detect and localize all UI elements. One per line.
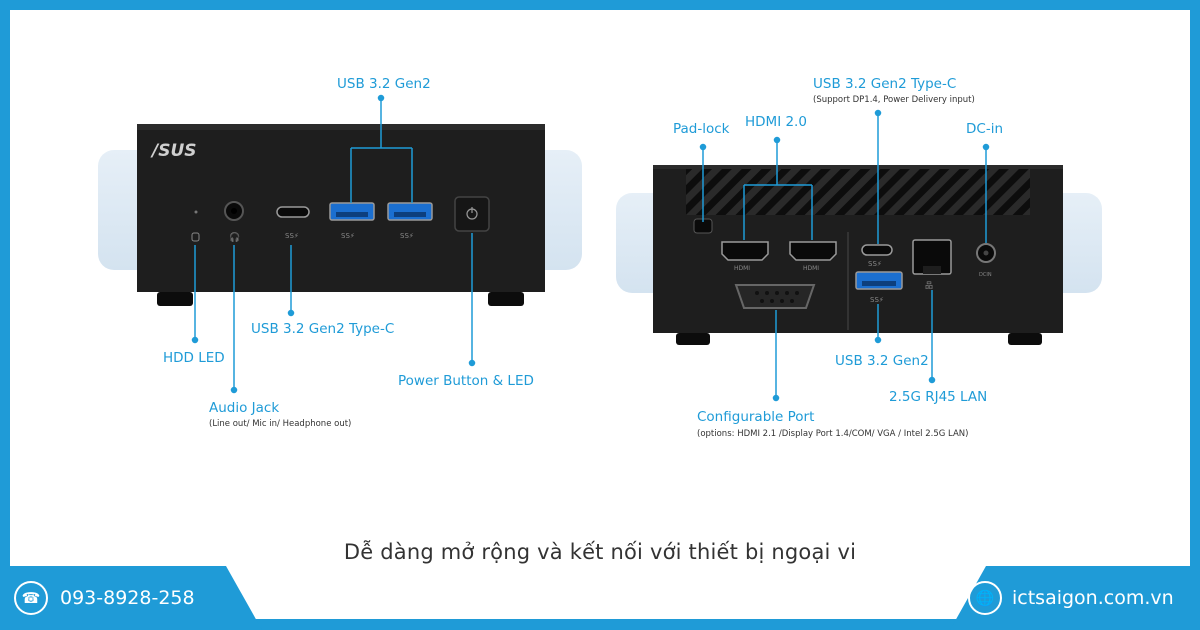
label-configurable-port: Configurable Port <box>697 409 815 425</box>
svg-text:HDMI: HDMI <box>803 265 819 272</box>
label-configurable-port-sub: (options: HDMI 2.1 /Display Port 1.4/COM… <box>697 429 969 439</box>
rear-device: HDMI HDMI SS⚡ SS⚡ 品 DCIN <box>653 165 1063 345</box>
label-dc-in: DC-in <box>966 121 1003 137</box>
power-button <box>454 196 490 232</box>
label-hdmi: HDMI 2.0 <box>745 114 807 130</box>
footer-phone[interactable]: 093-8928-258 <box>60 587 195 609</box>
rear-vents <box>686 169 1030 215</box>
label-rear-usb-gen2: USB 3.2 Gen2 <box>835 353 929 369</box>
usb-a-port-rear <box>855 271 903 290</box>
label-audio-jack-sub: (Line out/ Mic in/ Headphone out) <box>209 419 352 429</box>
label-front-usb-typec: USB 3.2 Gen2 Type-C <box>251 321 395 337</box>
usb-c-port-rear <box>861 244 893 256</box>
svg-text:🎧: 🎧 <box>229 231 240 243</box>
configurable-serial-port <box>734 284 816 309</box>
label-rear-usb-typec-sub: (Support DP1.4, Power Delivery input) <box>813 95 975 105</box>
front-device: /SUS 🎧 SS⚡ SS⚡ SS⚡ <box>137 124 545 306</box>
footer-bar <box>0 619 1200 630</box>
caption: Dễ dàng mở rộng và kết nối với thiết bị … <box>343 540 857 564</box>
hdd-led-dot <box>194 210 198 214</box>
footer-website[interactable]: ictsaigon.com.vn <box>1012 587 1174 609</box>
label-audio-jack: Audio Jack <box>209 400 280 416</box>
headset-phone-icon: ☎ <box>14 581 48 615</box>
label-rj45-lan: 2.5G RJ45 LAN <box>889 389 988 405</box>
label-front-usb-gen2: USB 3.2 Gen2 <box>337 76 431 92</box>
usb-a-port-front-2 <box>387 202 433 221</box>
label-hdd-led: HDD LED <box>163 350 225 366</box>
usb-c-port-front <box>276 206 310 218</box>
svg-text:SS⚡: SS⚡ <box>341 232 355 240</box>
asus-logo: /SUS <box>150 141 197 161</box>
svg-text:SS⚡: SS⚡ <box>285 232 299 240</box>
usb-a-port-front-1 <box>329 202 375 221</box>
globe-www-icon: 🌐 <box>968 581 1002 615</box>
svg-text:HDMI: HDMI <box>734 265 750 272</box>
svg-text:SS⚡: SS⚡ <box>868 260 882 268</box>
svg-text:品: 品 <box>925 281 933 290</box>
hdmi-port-1 <box>721 241 769 261</box>
label-padlock: Pad-lock <box>673 121 730 137</box>
label-rear-usb-typec: USB 3.2 Gen2 Type-C <box>813 76 957 92</box>
svg-text:SS⚡: SS⚡ <box>400 232 414 240</box>
hdmi-port-2 <box>789 241 837 261</box>
svg-text:SS⚡: SS⚡ <box>870 296 884 304</box>
label-power-button: Power Button & LED <box>398 373 534 389</box>
svg-text:DCIN: DCIN <box>979 272 992 278</box>
